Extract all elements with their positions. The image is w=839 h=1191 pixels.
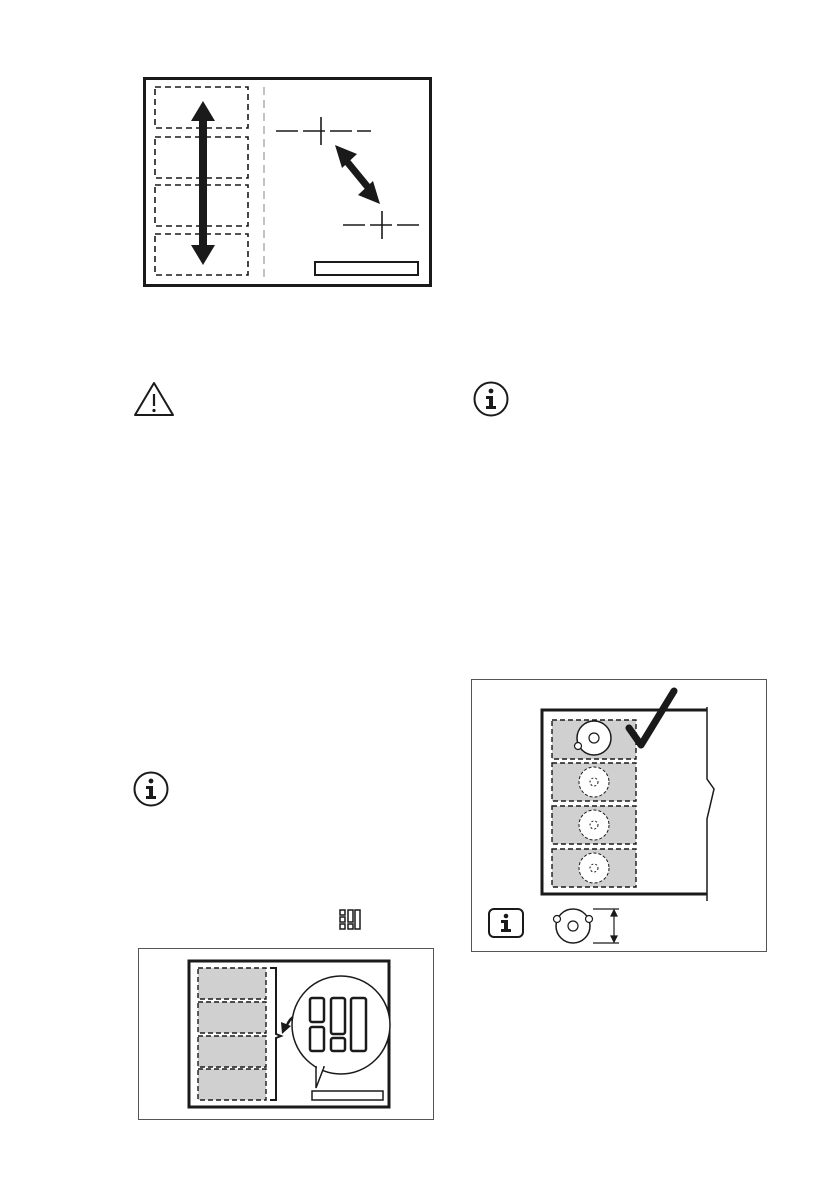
dimension-arrow-icon [593, 909, 619, 943]
double-arrow-vertical-icon [191, 101, 215, 265]
crosshair-icon [343, 211, 419, 239]
cooking-zones [198, 968, 266, 1100]
bracket [270, 968, 281, 1100]
crosshair-icon [276, 117, 371, 145]
control-panel [315, 262, 418, 275]
magnifier-bubble [292, 976, 390, 1088]
bridge-function-figure [138, 948, 434, 1120]
pan-placement-figure [471, 679, 767, 952]
control-panel [312, 1091, 383, 1100]
cut-edge [707, 707, 714, 901]
zone-layout-icon [339, 909, 361, 931]
checkmark-icon [629, 691, 674, 745]
hob-zones-figure [143, 77, 432, 287]
double-arrow-diagonal-icon [335, 145, 380, 204]
info-icon [133, 771, 169, 807]
warning-triangle-icon [133, 381, 175, 417]
pan-outline-icon [579, 767, 609, 883]
pan-icon [554, 909, 593, 943]
zone-2 [198, 1002, 266, 1033]
zone-4 [198, 1069, 266, 1100]
zone-1 [198, 968, 266, 999]
info-icon [473, 381, 509, 417]
zone-3 [198, 1036, 266, 1067]
info-box-icon [489, 909, 523, 937]
